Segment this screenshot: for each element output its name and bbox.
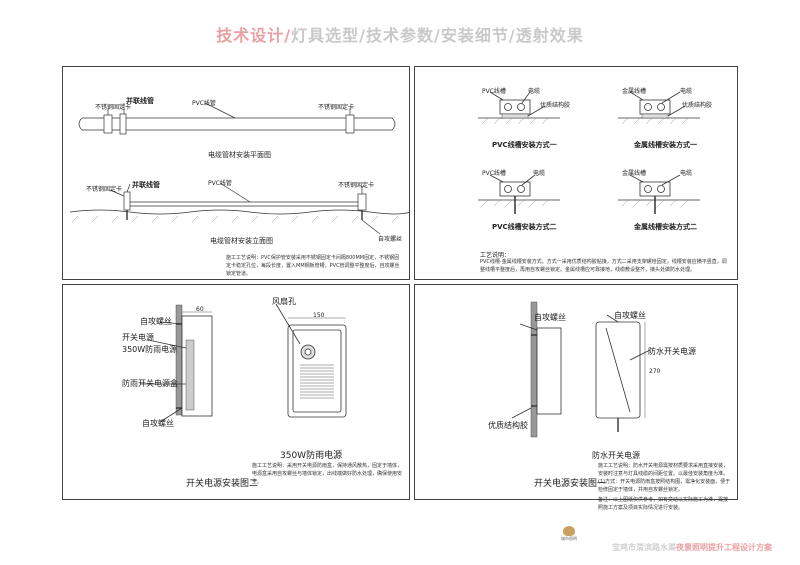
brand-logo: 城市照明 [556, 526, 582, 542]
psu2-label-screw-bot: 自攻螺丝 [142, 419, 174, 428]
pvc1-caption: PVC线槽安装方式一 [492, 141, 557, 149]
plan-label-pipe: PVC线管 [192, 100, 216, 107]
elev-label-pipe: PVC线管 [208, 180, 232, 187]
logo-text: 城市照明 [561, 536, 577, 541]
page-title: 技术设计/灯具选型/技术参数/安装细节/透射效果 [0, 22, 800, 46]
logo-icon [563, 526, 575, 536]
page-title-rest: 灯具选型/技术参数/安装细节/透射效果 [291, 26, 584, 45]
elev-label-bolt: 自攻螺丝 [378, 236, 403, 243]
psu2-label-rain-box: 防雨开关电源盒 [122, 379, 178, 388]
psu1-label-waterproof: 防水开关电源 [648, 347, 696, 356]
footer-project-highlight: 夜景照明提升工程设计方案 [676, 543, 772, 552]
elev-label-pipe-joint: 并联线管 [132, 181, 160, 189]
plan-caption: 电缆管材安装平面图 [208, 151, 271, 159]
pvc1-struct-label: 优质结构胶 [540, 102, 571, 109]
pvc2-wire-label: 电缆 [533, 170, 546, 177]
psu2-note: 施工工艺说明：采用开关电源防雨盒，保持通风散热，固定于墙体，电源盒采用自攻螺丝与… [252, 463, 403, 485]
elev-label-clip-right: 不锈钢固定卡 [338, 182, 375, 189]
metal2-caption: 金属线槽安装方式二 [634, 223, 697, 231]
pvc2-caption: PVC线槽安装方式二 [492, 223, 557, 231]
panel-psu-install-2 [62, 284, 410, 500]
metal1-wire-label: 电缆 [680, 88, 693, 95]
metal2-wire-label: 电缆 [680, 170, 693, 177]
page-title-highlight: 技术设计/ [216, 26, 292, 45]
psu2-label-vent: 风扇孔 [272, 297, 296, 306]
panel-trough-install [414, 66, 738, 280]
psu1-label-screw-right: 自攻螺丝 [614, 311, 646, 320]
psu2-dim-vent-w: 150 [313, 312, 325, 319]
elev-label-clip-left: 不锈钢固定卡 [86, 186, 123, 193]
pvc2-trough-label: PVC线槽 [482, 170, 506, 177]
pvc1-wire-label: 电缆 [528, 88, 541, 95]
metal2-trough-label: 金属线槽 [622, 170, 647, 177]
metal1-struct-label: 优质结构胶 [682, 102, 713, 109]
elev-caption: 电缆管材安装立面图 [210, 237, 273, 245]
plan-label-clip-left: 不锈钢固定卡 [95, 104, 132, 111]
panel-pipe-install [62, 66, 410, 280]
pipe-note: 施工工艺说明：PVC保护管安装采用不锈钢固定卡间隔800MM固定，不锈钢固定卡稳… [226, 255, 400, 277]
psu1-note: 施工工艺说明：防水开关电源需按材质要求采用直接安装，安装时注意与灯具线缆的间距位… [598, 463, 731, 493]
trough-note-title: 工艺说明： [480, 252, 511, 259]
psu2-label-screw-top: 自攻螺丝 [140, 317, 172, 326]
psu1-front-caption: 防水开关电源 [592, 451, 640, 460]
trough-note: PVC线槽-金属线槽安装方式。方式一采用优质结构胶粘接，方式二采用支架螺栓固定。… [480, 259, 727, 273]
psu2-label-switch-psu: 开关电源 [122, 333, 154, 342]
metal1-trough-label: 金属线槽 [622, 88, 647, 95]
panel-psu-install-1 [414, 284, 738, 500]
footer-location: 宝鸡市渭滨路水渠 [612, 543, 676, 552]
psu1-note2: 备注：以上图纸仅供参考，如有变动以实际施工为准，需按照施工方案及项目实际情况进行… [598, 497, 729, 511]
psu2-front-caption: 350W防雨电源 [280, 451, 343, 461]
psu1-label-struct-plate: 优质结构胶 [488, 421, 528, 430]
psu2-title: 开关电源安装图二 [186, 479, 259, 489]
psu1-title: 开关电源安装图一 [534, 479, 607, 489]
plan-label-clip-right: 不锈钢固定卡 [318, 104, 355, 111]
psu1-dim-h: 270 [649, 368, 661, 375]
plan-label-pipe-joint: 并联线管 [126, 97, 154, 105]
psu2-dim-w: 60 [196, 306, 204, 313]
psu1-label-screw-left: 自攻螺丝 [534, 313, 566, 322]
metal1-caption: 金属线槽安装方式一 [634, 141, 697, 149]
psu2-label-psu-model: 350W防雨电源 [122, 345, 178, 354]
pvc1-trough-label: PVC线槽 [482, 88, 506, 95]
footer-project-name: 宝鸡市渭滨路水渠夜景照明提升工程设计方案 [612, 542, 772, 553]
